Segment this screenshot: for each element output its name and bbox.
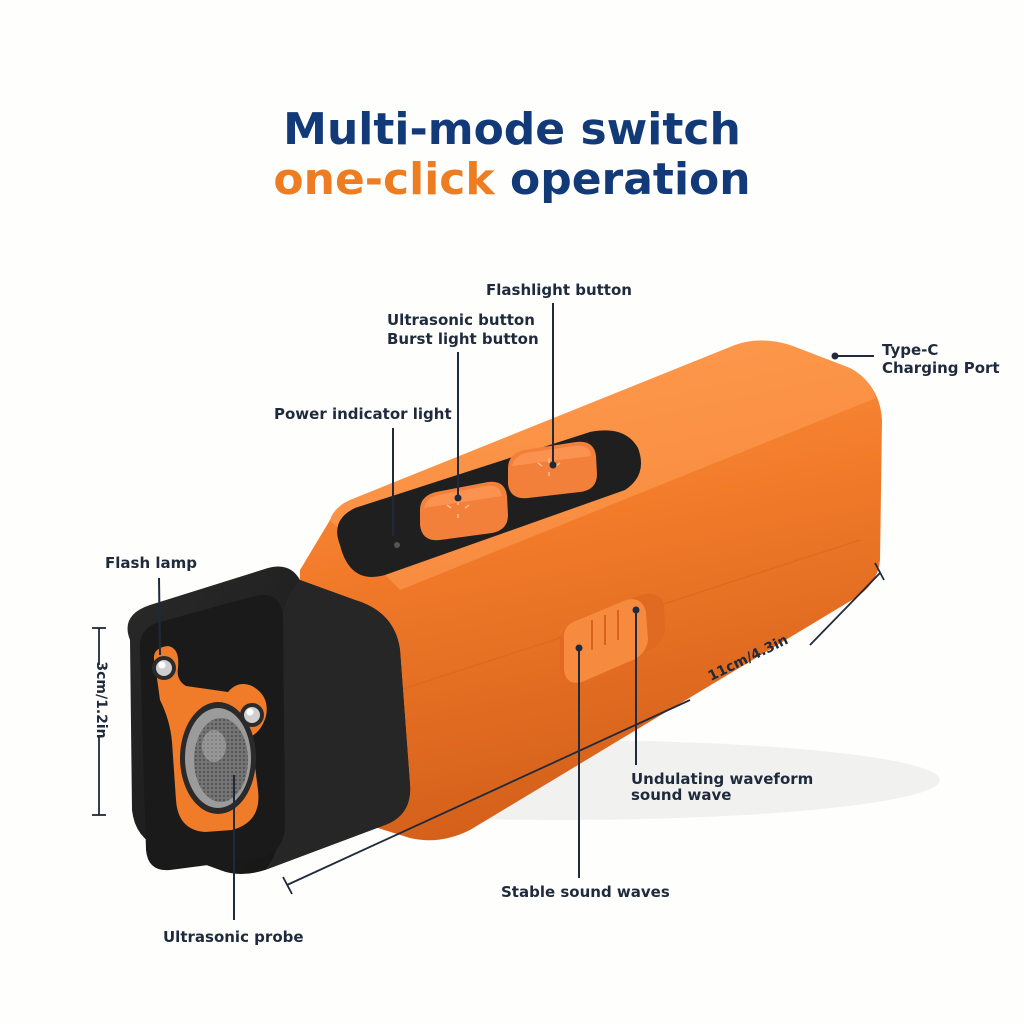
headline-accent: one-click [273, 154, 495, 205]
height-label: 3cm/1.2in [93, 661, 109, 738]
dot-ultrasonic [454, 494, 462, 502]
callout-ultrasonic-probe: Ultrasonic probe [163, 928, 304, 946]
switch-grip [591, 610, 619, 650]
callout-flash-lamp: Flash lamp [105, 554, 197, 572]
headline-text-1: Multi-mode switch [283, 104, 741, 155]
flash-lamp-left [152, 656, 176, 680]
dot-stable [575, 644, 583, 652]
height-dimension [92, 627, 106, 816]
callout-lines [158, 303, 874, 920]
headline-text-2: operation [509, 154, 751, 205]
callout-ultrasonic-button: Ultrasonic button Burst light button [387, 311, 539, 348]
burst-icon [446, 500, 470, 518]
power-indicator-light [394, 542, 400, 548]
headline-line-1: Multi-mode switch [0, 105, 1024, 155]
callout-type-c-port: Type-C Charging Port [882, 341, 1000, 377]
flashlight-button[interactable] [508, 441, 597, 499]
flashlight-icon [537, 458, 561, 476]
dot-type-c [831, 352, 839, 360]
flash-lamp-right [240, 703, 264, 727]
callout-power-indicator: Power indicator light [274, 405, 452, 423]
callout-flashlight-button: Flashlight button [486, 281, 632, 299]
mode-slide-switch[interactable] [560, 593, 665, 683]
dot-flashlight [549, 461, 557, 469]
dot-undulating [632, 606, 640, 614]
ultrasonic-probe [180, 702, 256, 814]
ultrasonic-button[interactable] [420, 481, 508, 541]
callout-undulating-waveform: Undulating waveform sound wave [631, 770, 814, 804]
headline-line-2: one-click operation [0, 155, 1024, 205]
length-dimension [282, 562, 885, 895]
callout-stable-sound-waves: Stable sound waves [501, 883, 670, 901]
